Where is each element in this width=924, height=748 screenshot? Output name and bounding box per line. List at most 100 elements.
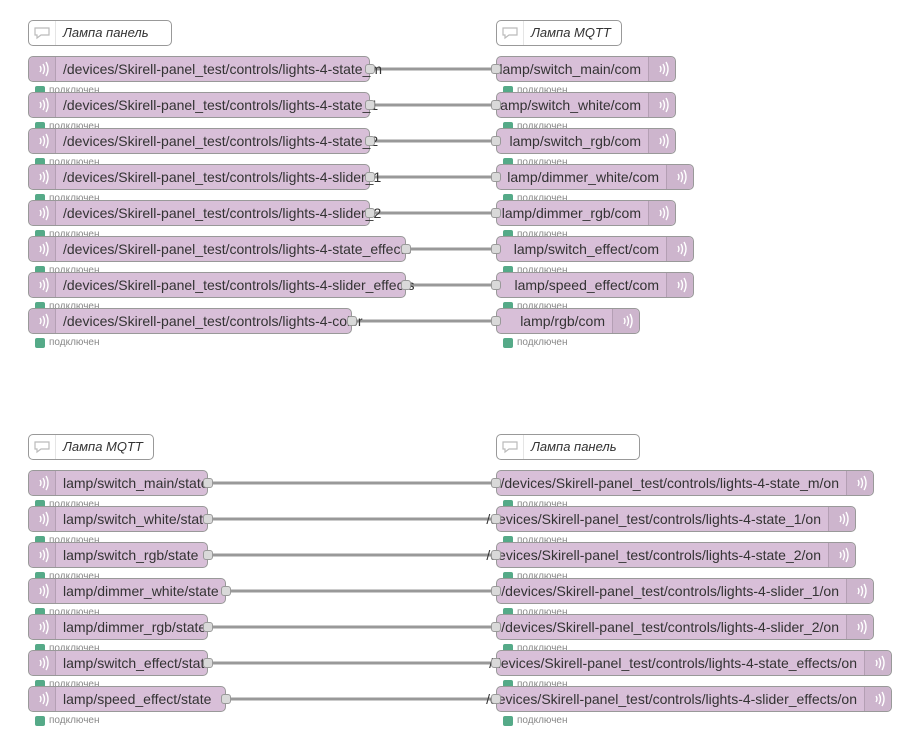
mqtt-in-node[interactable]: lamp/switch_effect/state [28,650,213,676]
output-port[interactable] [365,64,375,74]
status-text: подключен [49,265,100,276]
mqtt-out-node[interactable]: /devices/Skirell-panel_test/controls/lig… [489,650,892,676]
mqtt-out-node[interactable]: lamp/speed_effect/com [491,272,694,298]
node-label: lamp/switch_rgb/state [63,547,199,563]
mqtt-out-node[interactable]: lamp/switch_white/com [491,92,676,118]
mqtt-out-node[interactable]: /devices/Skirell-panel_test/controls/lig… [491,470,874,496]
mqtt-in-node[interactable]: lamp/speed_effect/state [28,686,231,712]
mqtt-out-node[interactable]: lamp/switch_main/com [491,56,676,82]
input-port[interactable] [491,658,501,668]
status-text: подключен [517,571,568,582]
node-label: /devices/Skirell-panel_test/controls/lig… [486,547,821,563]
status-dot [503,302,513,312]
node-label: lamp/dimmer_white/com [507,169,659,185]
status-dot [503,680,513,690]
comment-node[interactable]: Лампа MQTT [496,20,622,46]
radio-waves-icon [29,237,56,261]
status-dot [35,572,45,582]
input-port[interactable] [491,622,501,632]
status-dot [35,680,45,690]
mqtt-in-node[interactable]: /devices/Skirell-panel_test/controls/lig… [28,272,414,298]
input-port[interactable] [491,280,501,290]
mqtt-in-node[interactable]: /devices/Skirell-panel_test/controls/lig… [28,92,378,118]
input-port[interactable] [491,586,501,596]
mqtt-in-node[interactable]: lamp/dimmer_rgb/state [28,614,213,640]
status-text: подключен [49,643,100,654]
mqtt-in-node[interactable]: lamp/switch_rgb/state [28,542,213,568]
mqtt-in-node[interactable]: lamp/dimmer_white/state [28,578,231,604]
comment-node[interactable]: Лампа панель [496,434,640,460]
node-label: lamp/speed_effect/com [514,277,660,293]
node-label: lamp/switch_white/com [497,97,641,113]
input-port[interactable] [491,244,501,254]
input-port[interactable] [491,514,501,524]
mqtt-in-node[interactable]: /devices/Skirell-panel_test/controls/lig… [28,128,378,154]
output-port[interactable] [203,622,213,632]
output-port[interactable] [221,586,231,596]
input-port[interactable] [491,478,501,488]
status-text: подключен [49,499,100,510]
mqtt-in-node[interactable]: /devices/Skirell-panel_test/controls/lig… [28,164,381,190]
mqtt-out-node[interactable]: lamp/switch_effect/com [491,236,694,262]
input-port[interactable] [491,172,501,182]
status-text: подключен [517,265,568,276]
mqtt-in-node[interactable]: /devices/Skirell-panel_test/controls/lig… [28,200,381,226]
radio-waves-icon [846,579,873,603]
output-port[interactable] [365,172,375,182]
input-port[interactable] [491,550,501,560]
status-text: подключен [517,679,568,690]
node-label: /devices/Skirell-panel_test/controls/lig… [63,133,379,149]
output-port[interactable] [401,280,411,290]
input-port[interactable] [491,64,501,74]
radio-waves-icon [666,237,693,261]
radio-waves-icon [846,471,873,495]
mqtt-in-node[interactable]: /devices/Skirell-panel_test/controls/lig… [28,236,411,262]
mqtt-out-node[interactable]: /devices/Skirell-panel_test/controls/lig… [486,542,856,568]
radio-waves-icon [29,687,56,711]
status-text: подключен [517,121,568,132]
status-dot [503,266,513,276]
mqtt-out-node[interactable]: /devices/Skirell-panel_test/controls/lig… [491,578,874,604]
output-port[interactable] [203,550,213,560]
mqtt-out-node[interactable]: lamp/dimmer_rgb/com [491,200,676,226]
status-text: подключен [517,337,568,348]
status-dot [35,194,45,204]
output-port[interactable] [203,478,213,488]
input-port[interactable] [491,100,501,110]
mqtt-out-node[interactable]: lamp/switch_rgb/com [491,128,676,154]
status-dot [503,608,513,618]
output-port[interactable] [365,208,375,218]
radio-waves-icon [648,129,675,153]
output-port[interactable] [203,658,213,668]
radio-waves-icon [612,309,639,333]
node-label: /devices/Skirell-panel_test/controls/lig… [501,583,839,599]
output-port[interactable] [347,316,357,326]
node-label: /devices/Skirell-panel_test/controls/lig… [63,313,363,329]
input-port[interactable] [491,316,501,326]
comment-node[interactable]: Лампа MQTT [28,434,154,460]
status-dot [35,86,45,96]
mqtt-in-node[interactable]: /devices/Skirell-panel_test/controls/lig… [28,56,382,82]
status-dot [35,338,45,348]
mqtt-out-node[interactable]: /devices/Skirell-panel_test/controls/lig… [486,506,856,532]
mqtt-in-node[interactable]: lamp/switch_main/state [28,470,213,496]
output-port[interactable] [365,136,375,146]
input-port[interactable] [491,136,501,146]
output-port[interactable] [401,244,411,254]
mqtt-out-node[interactable]: /devices/Skirell-panel_test/controls/lig… [491,614,874,640]
input-port[interactable] [491,208,501,218]
output-port[interactable] [365,100,375,110]
status-text: подключен [517,715,568,726]
mqtt-in-node[interactable]: lamp/switch_white/state [28,506,213,532]
status-text: подключен [517,229,568,240]
output-port[interactable] [203,514,213,524]
mqtt-out-node[interactable]: lamp/dimmer_white/com [491,164,694,190]
radio-waves-icon [29,471,56,495]
comment-node[interactable]: Лампа панель [28,20,172,46]
mqtt-out-node[interactable]: /devices/Skirell-panel_test/controls/lig… [486,686,892,712]
speech-bubble-icon [497,435,524,459]
mqtt-out-node[interactable]: lamp/rgb/com [491,308,640,334]
output-port[interactable] [221,694,231,704]
mqtt-in-node[interactable]: /devices/Skirell-panel_test/controls/lig… [28,308,363,334]
input-port[interactable] [491,694,501,704]
